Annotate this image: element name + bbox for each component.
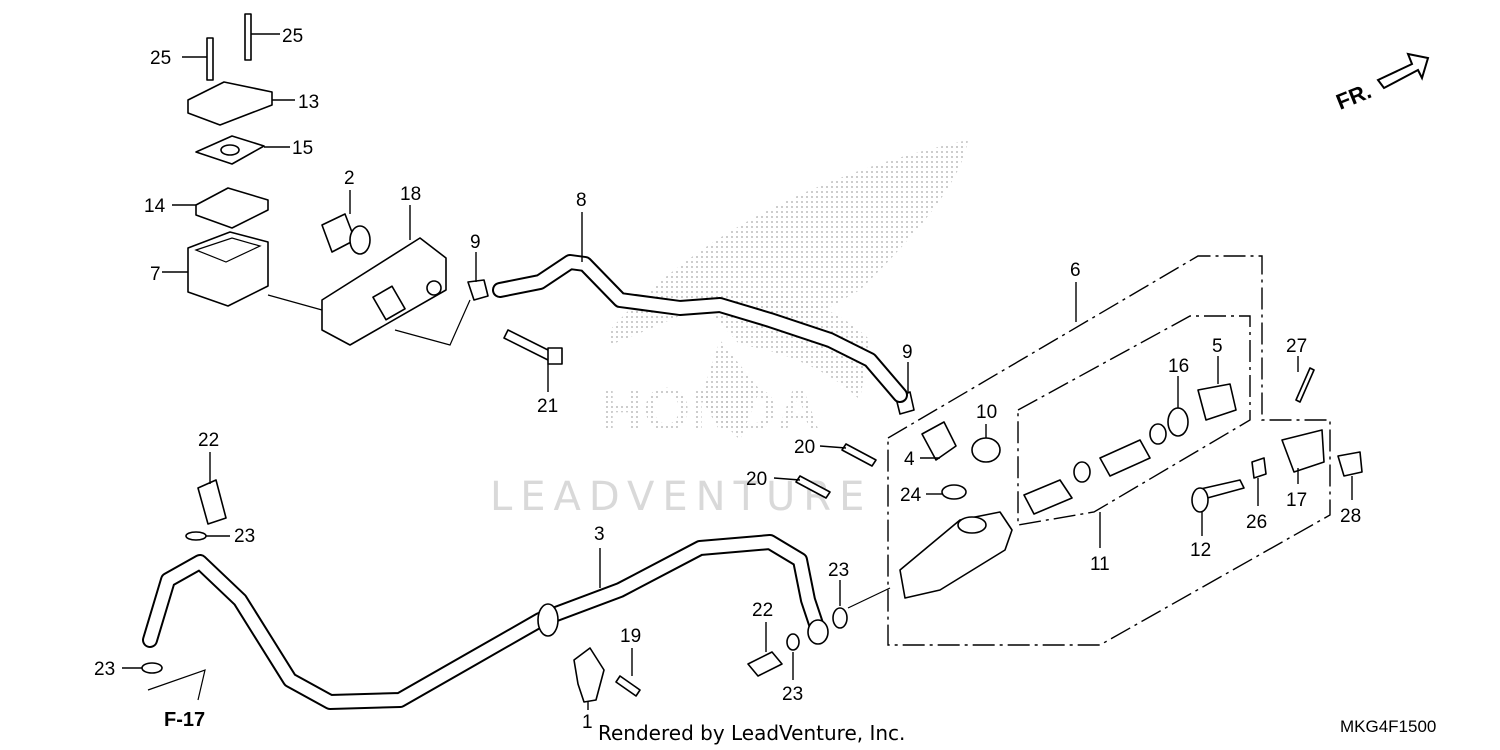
callout-8: 8 [576,190,587,211]
callout-20-lower: 20 [746,469,767,490]
callout-27: 27 [1286,336,1307,357]
reservoir-assembly [187,13,273,307]
callout-23-b: 23 [828,560,849,581]
washer-23-c [786,633,800,651]
screw-25-right [244,13,252,61]
snap-ring-16 [1167,407,1189,437]
callout-6: 6 [1070,260,1081,281]
ring-10 [971,437,1001,463]
callout-13: 13 [298,92,319,113]
leadventure-watermark: LEADVENTURE [490,474,872,520]
callout-22-upper: 22 [198,430,219,451]
callout-14: 14 [144,196,166,217]
callout-18: 18 [400,184,421,205]
callout-24: 24 [900,485,922,506]
callout-labels: 25 25 13 15 14 7 2 18 9 8 21 9 6 10 4 24… [94,26,1361,733]
callout-16: 16 [1168,356,1189,377]
callout-3: 3 [594,524,605,545]
washer-23-b [832,607,848,629]
bracket-assembly [267,213,471,346]
piston [1099,439,1151,477]
diagram-code: MKG4F1500 [1340,717,1436,736]
callout-19: 19 [620,626,641,647]
reservoir-hose [492,254,908,403]
callout-22-lower: 22 [752,600,773,621]
callout-23-c: 23 [782,684,803,705]
bolt-20-upper [841,443,877,467]
callout-9-lower: 9 [902,342,913,363]
honda-wing-logo: HONDA [600,140,968,443]
honda-logo-text: HONDA [600,376,820,443]
callout-26: 26 [1246,512,1267,533]
callout-28: 28 [1340,506,1361,527]
washer-23-d [141,662,163,674]
callout-9-upper: 9 [470,232,481,253]
bolt-19 [615,675,641,697]
callout-2: 2 [344,168,355,189]
callout-17: 17 [1286,490,1307,511]
front-direction-marker: FR. [1333,52,1430,115]
callout-11: 11 [1090,554,1110,575]
hose-clamp-1 [573,647,605,703]
callout-25-right: 25 [282,26,303,47]
washer-23-a [185,531,207,541]
callout-23-a: 23 [234,526,255,547]
master-cylinder [899,367,1363,599]
callout-25-left: 25 [150,48,171,69]
cotter-pin-27 [1295,367,1315,403]
reference-label: F-17 [164,709,205,731]
pin-28 [1337,451,1363,477]
callout-20-upper: 20 [794,437,815,458]
joint-17 [1281,429,1325,473]
callout-21: 21 [537,396,558,417]
screw-25-left [206,37,214,81]
kit-boundary-6 [887,255,1331,646]
callout-15: 15 [292,138,313,159]
banjo-bolt-22-lower [747,651,783,677]
kit-boundary-11 [1017,315,1251,526]
reservoir-cap [187,81,273,126]
callout-12: 12 [1190,540,1211,561]
callout-10: 10 [976,402,997,423]
o-ring-24 [941,484,967,500]
hose-fitting [921,421,957,461]
bolt-21 [503,329,553,361]
callout-5: 5 [1212,336,1223,357]
boot-5 [1197,383,1237,421]
master-cylinder-body [899,511,1013,599]
hose-clip-upper [467,279,489,301]
leader-lines [122,33,1353,710]
banjo-bolt-22-upper [197,479,227,525]
front-arrow-icon [1376,52,1430,90]
spring [1023,479,1073,515]
front-marker-label: FR. [1333,78,1375,114]
callout-23-d: 23 [94,659,115,680]
callout-1: 1 [582,712,593,733]
hose-joint [321,213,356,253]
callout-4: 4 [904,449,915,470]
brake-hose [142,534,826,710]
reservoir-body [187,231,269,307]
nut-26 [1251,457,1267,479]
diaphragm [195,187,269,229]
callout-7: 7 [150,264,161,285]
footer-credit: Rendered by LeadVenture, Inc. [598,721,905,745]
